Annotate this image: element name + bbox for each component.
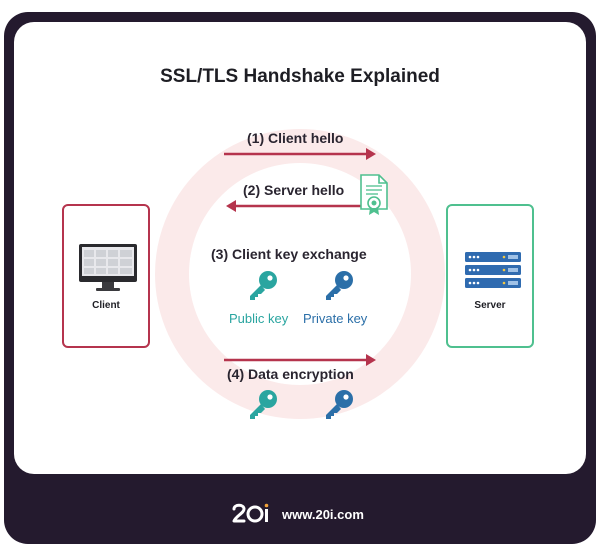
server-box: Server [446, 204, 534, 348]
step-data-encryption: (4) Data encryption [227, 366, 354, 382]
background-circle [155, 129, 445, 419]
private-key-icon [326, 271, 353, 300]
step-client-hello: (1) Client hello [247, 130, 344, 146]
client-box: Client [62, 204, 150, 348]
footer-url[interactable]: www.20i.com [282, 507, 364, 522]
public-key-label: Public key [229, 311, 289, 326]
server-label: Server [474, 300, 506, 311]
private-key-icon [326, 390, 353, 419]
certificate-icon [360, 174, 388, 215]
server-hello-arrow [226, 200, 368, 212]
brand-logo-mark [232, 503, 269, 523]
diagram-card: SSL/TLS Handshake Explained Client [14, 22, 586, 474]
brand-logo [232, 503, 274, 525]
step-server-hello: (2) Server hello [243, 182, 345, 198]
step-client-key-exchange: (3) Client key exchange [211, 246, 367, 262]
client-label: Client [92, 300, 120, 311]
public-key-icon [250, 390, 277, 419]
private-key-label: Private key [303, 311, 368, 326]
public-key-icon [250, 271, 277, 300]
monitor-icon [79, 244, 137, 291]
server-rack-icon [465, 252, 521, 288]
diagram-title: SSL/TLS Handshake Explained [160, 66, 440, 87]
data-encryption-arrow [224, 354, 376, 366]
arrows-layer [224, 148, 376, 366]
client-hello-arrow [224, 148, 376, 160]
